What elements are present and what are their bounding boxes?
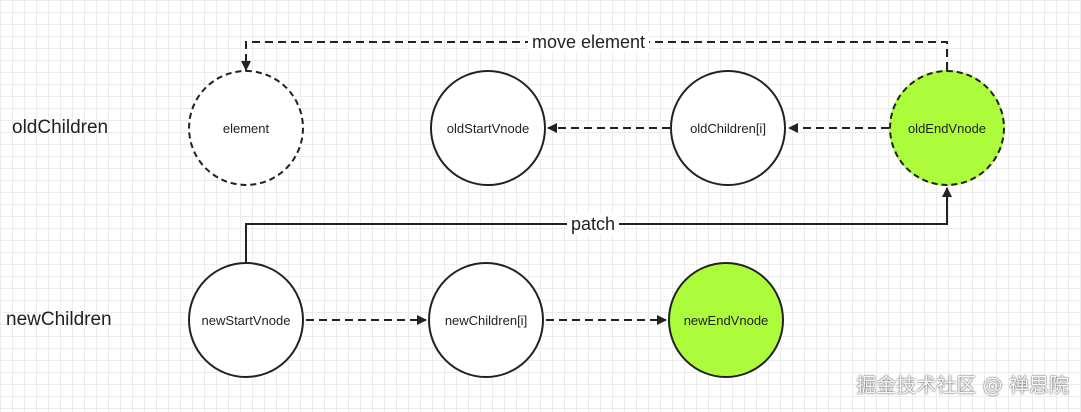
new-children-label: newChildren [6, 309, 112, 330]
move-element-label: move element [528, 32, 650, 52]
patch-label: patch [567, 214, 620, 234]
old-start-vnode-node: oldStartVnode [430, 70, 546, 186]
old-end-vnode-node: oldEndVnode [889, 70, 1005, 186]
new-start-vnode-node: newStartVnode [188, 262, 304, 378]
element-node: element [188, 70, 304, 186]
old-children-label: oldChildren [12, 117, 109, 138]
old-children-i-node: oldChildren[i] [670, 70, 786, 186]
new-children-i-node: newChildren[i] [428, 262, 544, 378]
watermark-text: 掘金技术社区 @ 禅思院 [856, 373, 1069, 397]
new-end-vnode-node: newEndVnode [668, 262, 784, 378]
